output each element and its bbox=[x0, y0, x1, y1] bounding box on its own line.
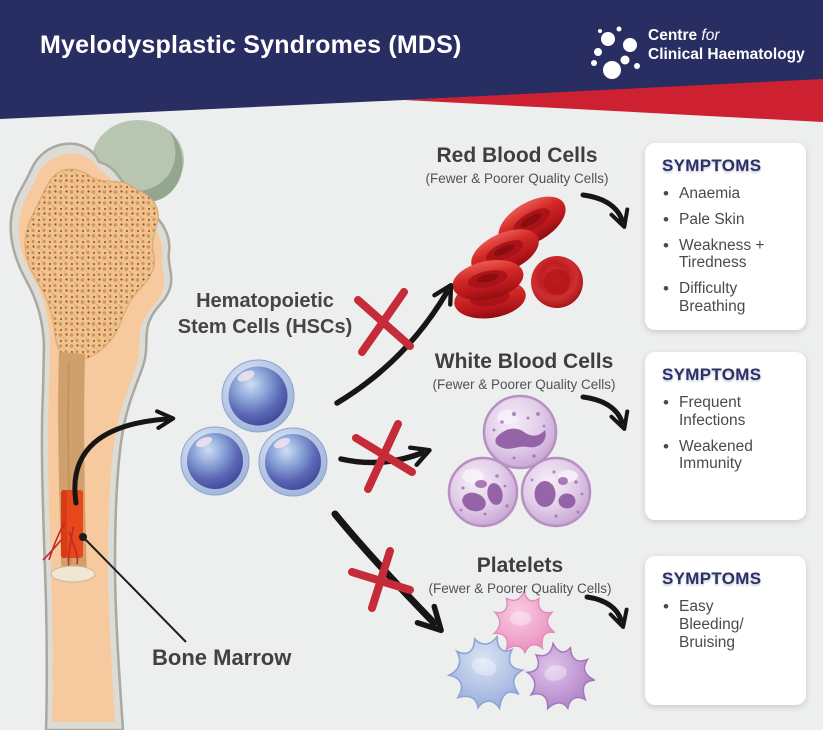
logo-name-line2: Clinical Haematology bbox=[648, 45, 805, 63]
white-blood-cell bbox=[520, 456, 592, 528]
white-blood-cell bbox=[447, 456, 519, 528]
symptom-item: Pale Skin bbox=[662, 210, 798, 229]
wbc-cluster bbox=[447, 394, 592, 528]
platelet bbox=[493, 590, 556, 654]
hsc-cell bbox=[258, 427, 328, 497]
bone-marrow-label: Bone Marrow bbox=[152, 645, 292, 670]
red-x-icon-platelets bbox=[348, 547, 414, 612]
symptom-item: Frequent Infections bbox=[662, 393, 798, 430]
branch-subtitle-white-blood-cells: (Fewer & Poorer Quality Cells) bbox=[432, 377, 616, 392]
symptoms-heading: SYMPTOMS bbox=[662, 156, 762, 175]
branch-subtitle-red-blood-cells: (Fewer & Poorer Quality Cells) bbox=[425, 171, 609, 186]
branch-title-red-blood-cells: Red Blood Cells bbox=[436, 144, 598, 167]
red-blood-cell bbox=[531, 256, 583, 308]
bone-marrow-highlight bbox=[42, 490, 96, 583]
symptom-item: Difficulty Breathing bbox=[662, 279, 798, 316]
red-blood-cell bbox=[452, 259, 524, 301]
branch-subtitle-platelets: (Fewer & Poorer Quality Cells) bbox=[428, 581, 612, 596]
red-x-icon-wbc bbox=[352, 420, 416, 493]
hsc-label-line2: Stem Cells (HSCs) bbox=[177, 316, 353, 339]
logo-name-part1: Centre bbox=[648, 27, 698, 44]
arrow-hsc-to-wbc bbox=[338, 445, 432, 467]
symptom-item: Anaemia bbox=[662, 184, 798, 203]
bone-spongy bbox=[24, 168, 159, 361]
logo-text: Centre for Clinical Haematology bbox=[648, 27, 805, 64]
hsc-label: Hematopoietic Stem Cells (HSCs) bbox=[160, 288, 370, 341]
platelet bbox=[441, 626, 534, 719]
logo-dots-icon bbox=[591, 26, 640, 79]
branch-title-platelets: Platelets bbox=[476, 554, 564, 577]
logo-name-part2: for bbox=[701, 27, 720, 44]
white-blood-cell bbox=[482, 394, 558, 470]
page-title: Myelodysplastic Syndromes (MDS) bbox=[40, 31, 462, 59]
symptoms-heading: SYMPTOMS bbox=[662, 365, 762, 384]
hsc-cell bbox=[180, 426, 250, 496]
rbc-cluster bbox=[452, 196, 583, 319]
symptoms-heading: SYMPTOMS bbox=[662, 569, 762, 588]
platelet bbox=[520, 635, 601, 716]
hsc-cell bbox=[221, 359, 295, 433]
branch-title-white-blood-cells: White Blood Cells bbox=[434, 350, 614, 373]
symptoms-card-platelets: SYMPTOMS Easy Bleeding/ Bruising bbox=[645, 556, 806, 705]
symptom-item: Weakness + Tiredness bbox=[662, 236, 798, 273]
symptoms-card-rbc: SYMPTOMS Anaemia Pale Skin Weakness + Ti… bbox=[645, 143, 806, 330]
hsc-cluster bbox=[180, 359, 328, 497]
symptoms-card-wbc: SYMPTOMS Frequent Infections Weakened Im… bbox=[645, 352, 806, 520]
hsc-label-line1: Hematopoietic bbox=[196, 290, 334, 312]
header-red-ribbon bbox=[404, 79, 823, 122]
symptom-item: Easy Bleeding/ Bruising bbox=[662, 597, 771, 651]
symptom-item: Weakened Immunity bbox=[662, 437, 798, 474]
platelet-cluster bbox=[441, 590, 601, 719]
